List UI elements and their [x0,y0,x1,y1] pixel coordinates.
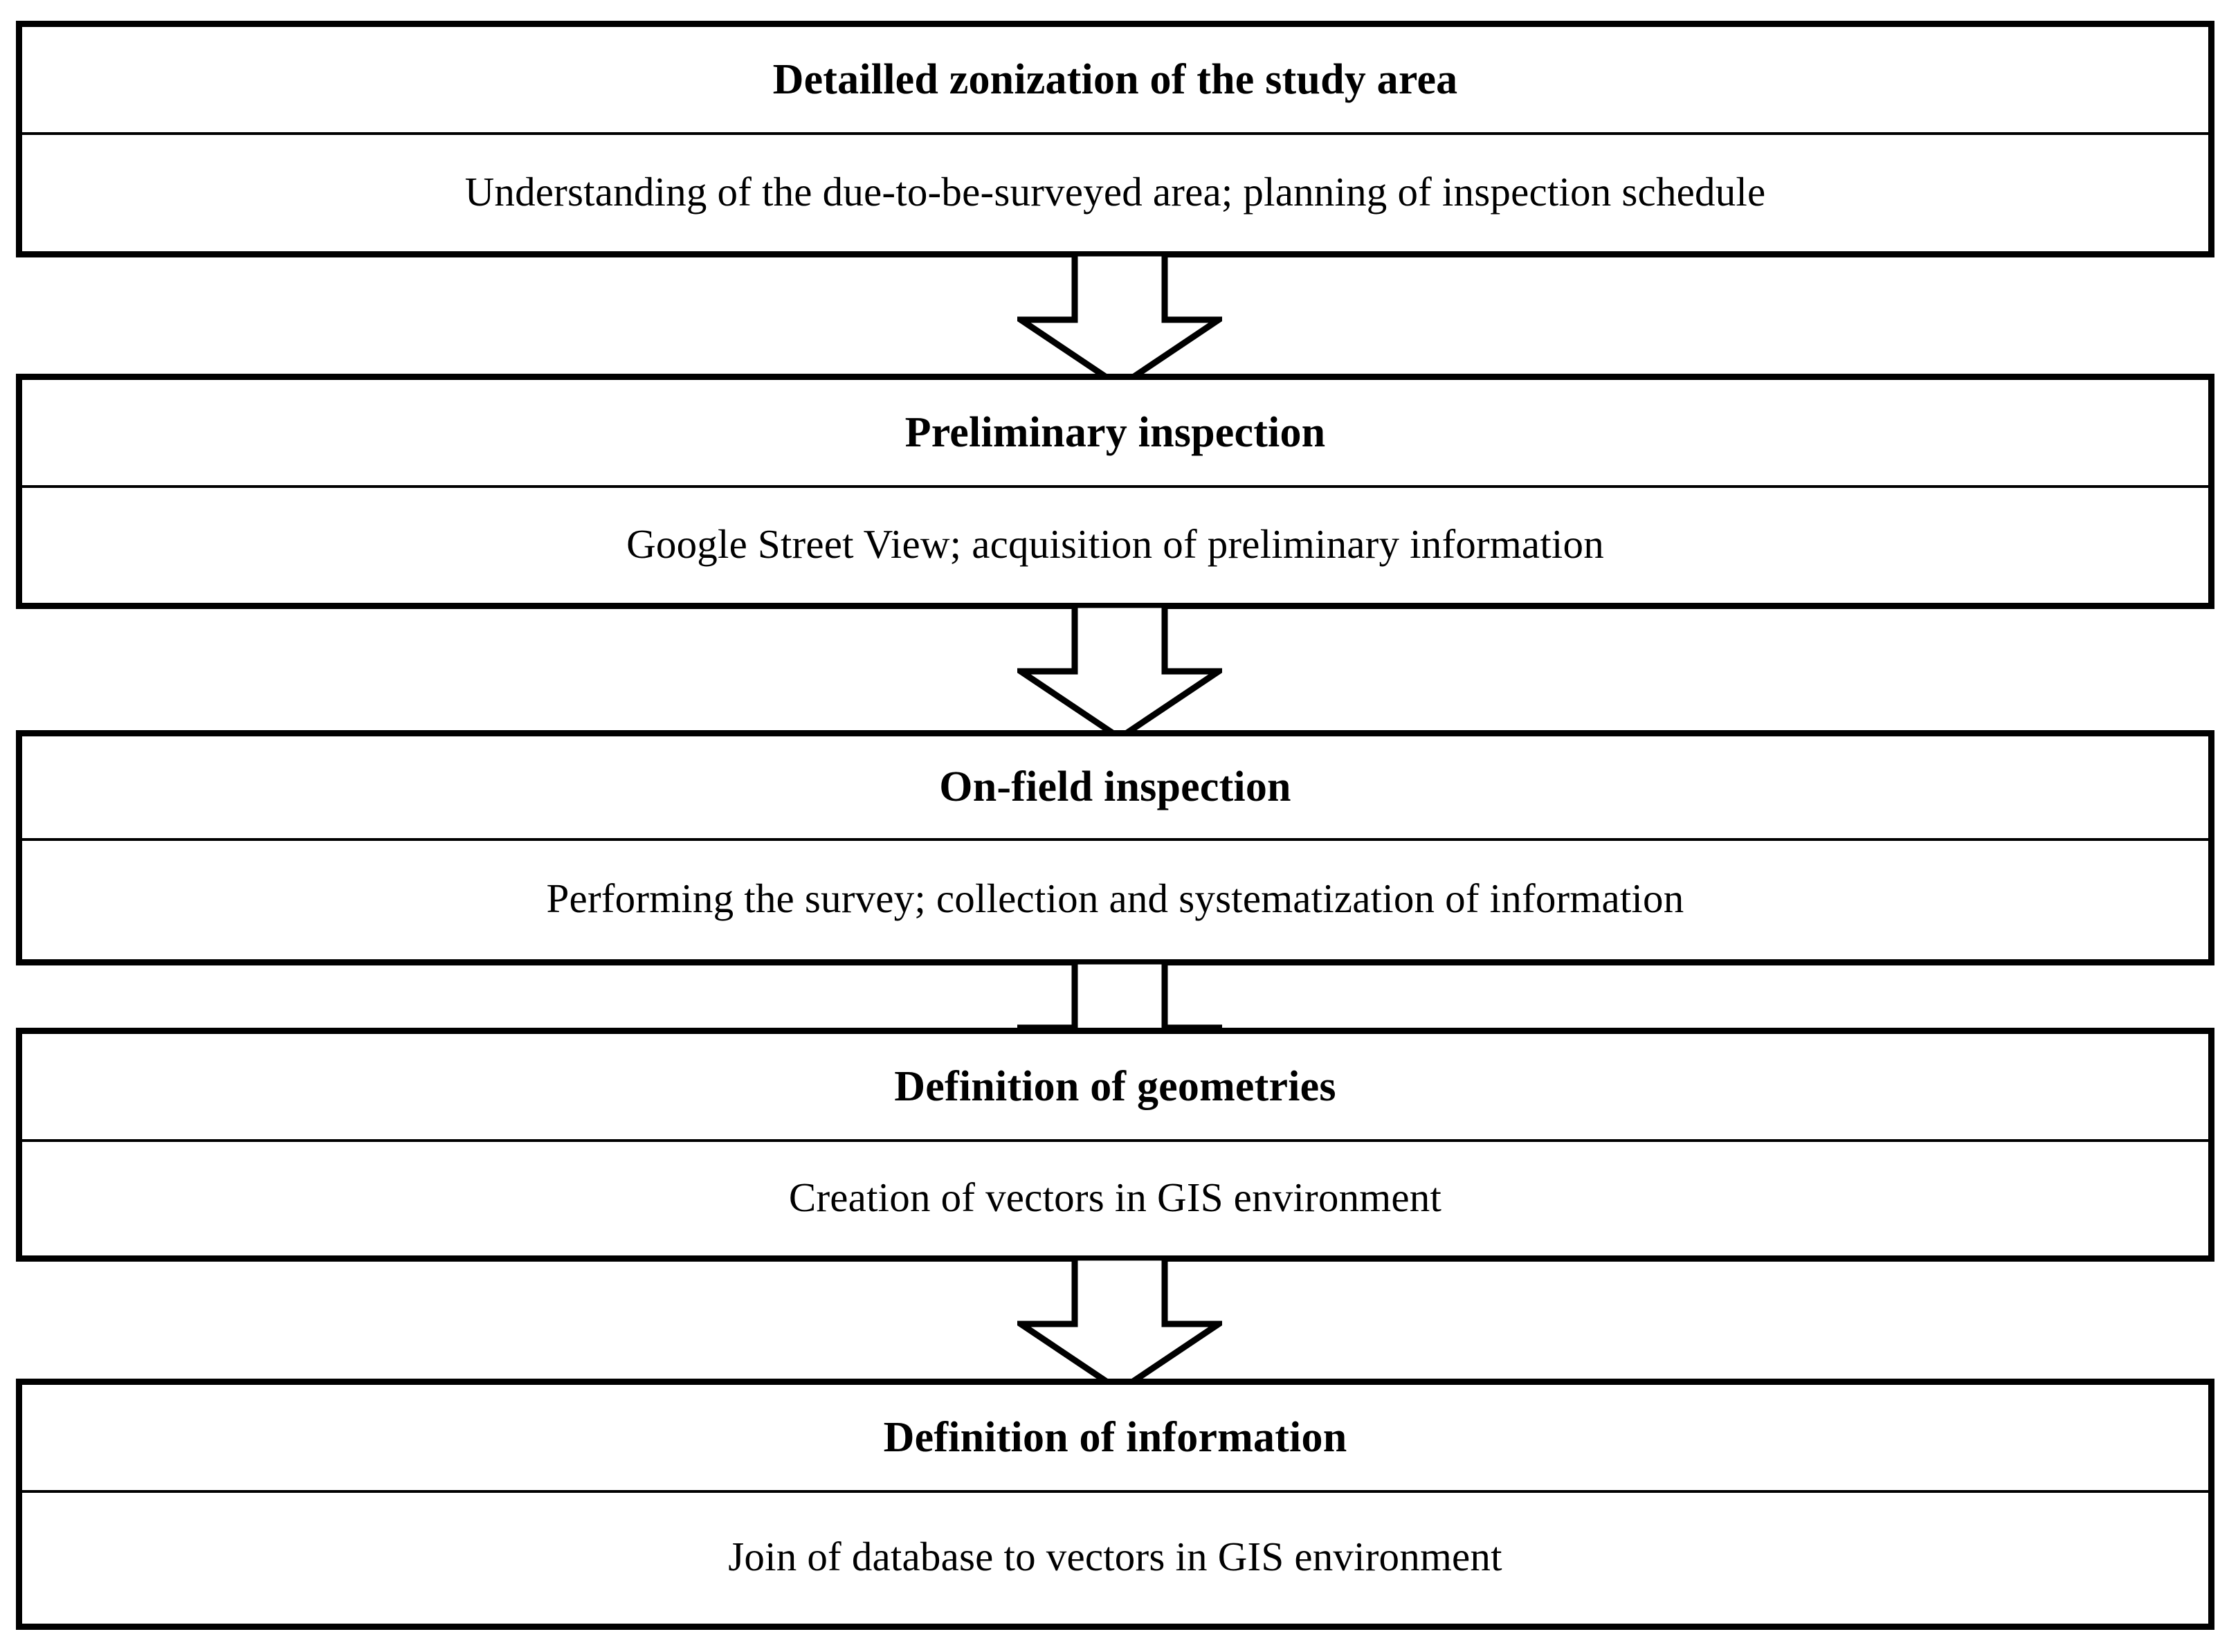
process-node-4-subtitle: Creation of vectors in GIS environment [22,1142,2208,1253]
down-arrow-icon [1017,253,1222,389]
process-node-1-title: Detailled zonization of the study area [22,27,2208,135]
process-node-2: Preliminary inspection Google Street Vie… [16,374,2214,609]
process-node-2-subtitle: Google Street View; acquisition of preli… [22,488,2208,600]
process-node-3: On-field inspection Performing the surve… [16,730,2214,965]
process-node-5: Definition of information Join of databa… [16,1379,2214,1630]
process-node-5-subtitle: Join of database to vectors in GIS envir… [22,1493,2208,1621]
process-node-2-title: Preliminary inspection [22,380,2208,488]
process-node-1: Detailled zonization of the study area U… [16,21,2214,257]
down-arrow-icon [1017,605,1222,741]
process-node-4: Definition of geometries Creation of vec… [16,1028,2214,1262]
process-node-4-title: Definition of geometries [22,1034,2208,1142]
down-arrow-icon [1017,1258,1222,1393]
process-node-3-subtitle: Performing the survey; collection and sy… [22,841,2208,956]
process-node-3-title: On-field inspection [22,736,2208,841]
process-node-1-subtitle: Understanding of the due-to-be-surveyed … [22,135,2208,248]
process-node-5-title: Definition of information [22,1385,2208,1493]
